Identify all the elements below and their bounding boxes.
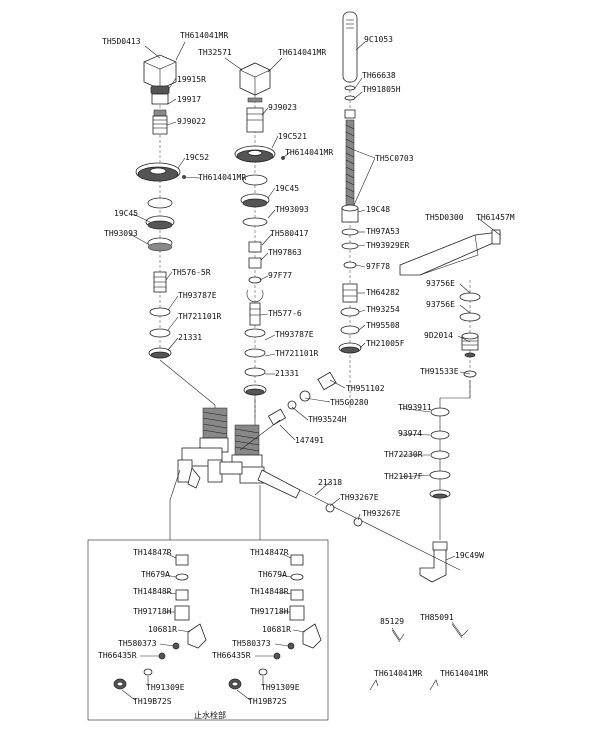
label-th580417: TH580417: [270, 229, 309, 238]
label-th14848r-right: TH14848R: [250, 587, 289, 596]
label-th66638: TH66638: [362, 71, 396, 80]
label-19c52: 19C52: [185, 153, 209, 162]
label-th93267e-b: TH93267E: [362, 509, 401, 518]
part-labels: TH5D0413 TH614041MR TH32571 TH614041MR 9…: [98, 31, 515, 720]
column-hand-shower: [267, 11, 362, 426]
label-th5d0300: TH5D0300: [425, 213, 464, 222]
label-9c1053: 9C1053: [364, 35, 393, 44]
label-th19b72s-right: TH19B72S: [248, 697, 287, 706]
label-10681r-right: 10681R: [262, 625, 291, 634]
label-th14847r-left: TH14847R: [133, 548, 172, 557]
label-th66435r-right: TH66435R: [212, 651, 251, 660]
label-97f77: 97F77: [268, 271, 292, 280]
label-th91805h: TH91805H: [362, 85, 401, 94]
label-th93093-b: TH93093: [104, 229, 138, 238]
label-21331-b: 21331: [275, 369, 299, 378]
label-th85091: TH85091: [420, 613, 454, 622]
label-th72230r: TH72230R: [384, 450, 423, 459]
label-th93787e-b: TH93787E: [275, 330, 314, 339]
label-th64282: TH64282: [366, 288, 400, 297]
column-center-handle: [234, 62, 285, 420]
label-th580373-left: TH580373: [118, 639, 157, 648]
label-th614041mr-f: TH614041MR: [440, 669, 488, 678]
label-th91718h-left: TH91718H: [133, 607, 172, 616]
label-21331-a: 21331: [178, 333, 202, 342]
label-10681r-left: 10681R: [148, 625, 177, 634]
label-th14847r-right: TH14847R: [250, 548, 289, 557]
column-left-handle: [135, 54, 216, 406]
label-147491: 147491: [295, 436, 324, 445]
label-th91718h-right: TH91718H: [250, 607, 289, 616]
label-19c521: 19C521: [278, 132, 307, 141]
label-19c48: 19C48: [366, 205, 390, 214]
label-th91309e-left: TH91309E: [146, 683, 185, 692]
label-th61457m: TH61457M: [476, 213, 515, 222]
label-th93787e-a: TH93787E: [178, 291, 217, 300]
label-93756e-a: 93756E: [426, 279, 455, 288]
tools: [369, 621, 469, 691]
label-th19b72s-left: TH19B72S: [133, 697, 172, 706]
label-th5c0703: TH5C0703: [375, 154, 414, 163]
label-th951102: TH951102: [346, 384, 385, 393]
label-th95508: TH95508: [366, 321, 400, 330]
label-th721101r-a: TH721101R: [178, 312, 222, 321]
label-21318: 21318: [318, 478, 342, 487]
label-th614041mr-d: TH614041MR: [198, 173, 246, 182]
label-19c45-b: 19C45: [114, 209, 138, 218]
label-93756e-b: 93756E: [426, 300, 455, 309]
label-th14848r-left: TH14848R: [133, 587, 172, 596]
label-th614041mr-b: TH614041MR: [278, 48, 326, 57]
label-th93929er: TH93929ER: [366, 241, 410, 250]
label-th577-6: TH577-6: [268, 309, 302, 318]
label-th679a-left: TH679A: [141, 570, 170, 579]
label-th21005f: TH21005F: [366, 339, 405, 348]
label-th97a53: TH97A53: [366, 227, 400, 236]
label-th679a-right: TH679A: [258, 570, 287, 579]
stop-valve-box: [87, 469, 329, 721]
column-spout: [399, 229, 501, 583]
label-97f78: 97F78: [366, 262, 390, 271]
label-th576-5r: TH576-5R: [172, 268, 211, 277]
stop-valve-caption: 止水栓部: [194, 710, 226, 720]
label-th93267e-a: TH93267E: [340, 493, 379, 502]
label-19c49w: 19C49W: [455, 551, 484, 560]
label-th93254: TH93254: [366, 305, 400, 314]
label-th5d0413: TH5D0413: [102, 37, 141, 46]
label-9j9022: 9J9022: [177, 117, 206, 126]
label-th93093-a: TH93093: [275, 205, 309, 214]
label-th614041mr-a: TH614041MR: [180, 31, 228, 40]
label-th93524h: TH93524H: [308, 415, 347, 424]
label-th721101r-b: TH721101R: [275, 349, 319, 358]
label-th5g0280: TH5G0280: [330, 398, 369, 407]
label-19915r: 19915R: [177, 75, 206, 84]
label-85129: 85129: [380, 617, 404, 626]
mixer-body: [177, 398, 461, 571]
label-th66435r-left: TH66435R: [98, 651, 137, 660]
label-th93911: TH93911: [398, 403, 432, 412]
label-th21017f: TH21017F: [384, 472, 423, 481]
label-19c45-a: 19C45: [275, 184, 299, 193]
label-th91533e: TH91533E: [420, 367, 459, 376]
label-9d2014: 9D2014: [424, 331, 453, 340]
label-th97863: TH97863: [268, 248, 302, 257]
leader-lines: [121, 41, 501, 701]
label-th614041mr-e: TH614041MR: [374, 669, 422, 678]
label-th32571: TH32571: [198, 48, 232, 57]
label-19917: 19917: [177, 95, 201, 104]
label-93974: 93974: [398, 429, 422, 438]
label-th91309e-right: TH91309E: [261, 683, 300, 692]
label-th614041mr-c: TH614041MR: [285, 148, 333, 157]
label-th580373-right: TH580373: [232, 639, 271, 648]
label-9j9023: 9J9023: [268, 103, 297, 112]
